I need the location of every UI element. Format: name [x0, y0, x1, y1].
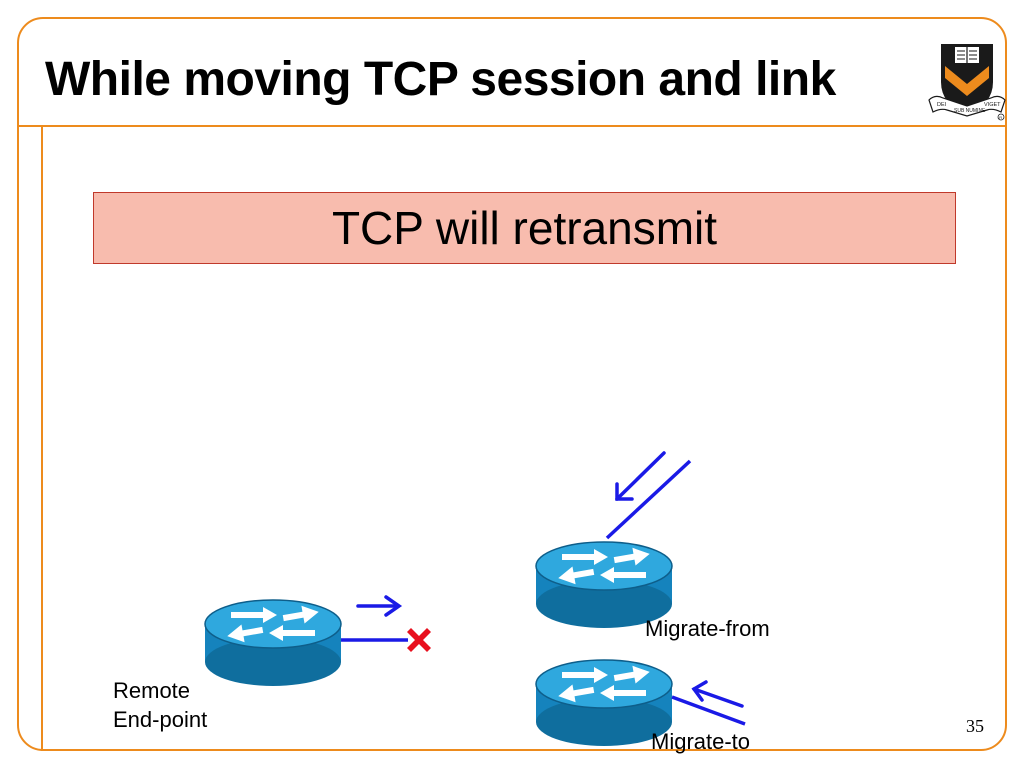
remote-label-line2: End-point [113, 707, 208, 732]
retransmit-arrow-icon [356, 595, 403, 617]
banner-text: TCP will retransmit [331, 202, 718, 254]
remote-label-line1: Remote [113, 678, 191, 703]
princeton-shield-logo: DEI SUB NUMINE VIGET R [928, 44, 1006, 121]
remote-label: Remote End-point [113, 676, 207, 734]
retransmit-banner: TCP will retransmit [93, 192, 956, 264]
remote-router-icon [204, 599, 342, 687]
logo-motto-center: SUB NUMINE [954, 108, 986, 114]
migrate-to-incoming-arrow-icon [691, 680, 744, 708]
migrate-from-label: Migrate-from [645, 616, 770, 641]
title-divider [17, 125, 1007, 127]
slide-title: While moving TCP session and link [45, 53, 836, 106]
slide-frame [17, 17, 1007, 751]
page-number: 35 [966, 716, 984, 736]
migrate-to-label: Migrate-to [651, 729, 751, 754]
migrate-from-link [605, 459, 692, 540]
migrate-to-link [671, 695, 746, 726]
failure-x-icon [407, 628, 431, 652]
migrate-from-incoming-arrow-icon [615, 451, 666, 501]
logo-motto-left: DEI [937, 102, 947, 108]
logo-motto-right: VIGET [984, 102, 1001, 108]
side-divider [41, 125, 43, 751]
svg-text:R: R [999, 115, 1002, 120]
